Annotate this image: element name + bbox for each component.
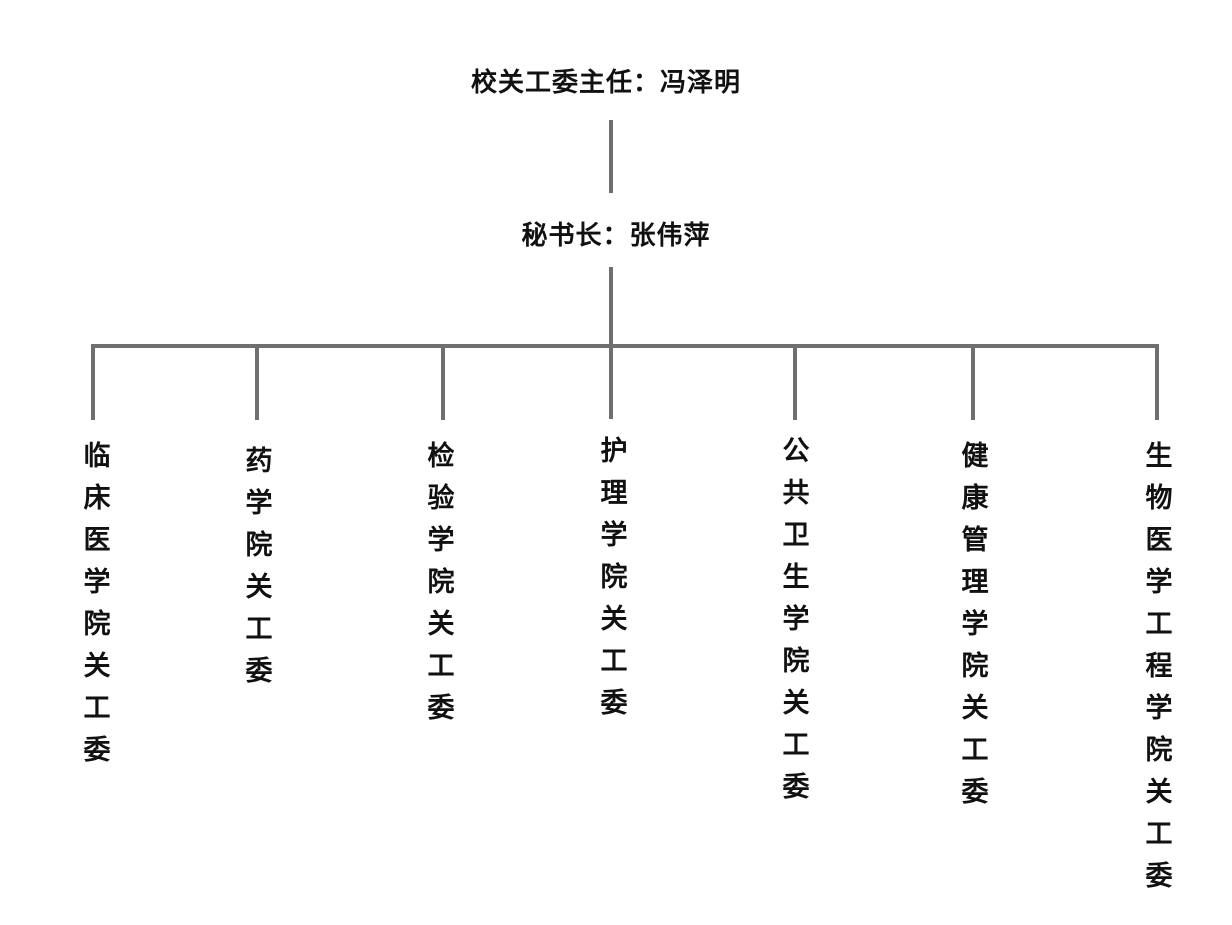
dept-label-char: 院: [427, 567, 455, 598]
dept-label-char: 验: [427, 483, 455, 514]
dept-label-char: 学: [83, 567, 111, 598]
dept-label-char: 关: [1145, 777, 1173, 808]
dept-label-char: 关: [782, 688, 810, 719]
dept-label-char: 委: [427, 693, 455, 724]
connector-chairman-secretary: [609, 120, 613, 193]
dept-label-char: 工: [600, 646, 628, 677]
branch-connector-2: [255, 344, 259, 420]
dept-label-char: 关: [427, 609, 455, 640]
dept-node-4: 护理学院关工委: [594, 431, 634, 725]
dept-node-2: 药学院关工委: [239, 441, 279, 693]
dept-node-7: 生物医学工程学院关工委: [1139, 436, 1179, 898]
dept-label-char: 关: [83, 651, 111, 682]
dept-label-char: 委: [83, 735, 111, 766]
secretary-node: 秘书长：张伟萍: [521, 221, 711, 251]
dept-node-6: 健康管理学院关工委: [955, 436, 995, 814]
dept-label-char: 工: [961, 735, 989, 766]
dept-label-char: 委: [245, 656, 273, 687]
branch-connector-1: [91, 344, 95, 420]
dept-label-char: 学: [245, 488, 273, 519]
branch-connector-6: [971, 344, 975, 420]
dept-label-char: 理: [600, 478, 628, 509]
dept-label-char: 卫: [782, 520, 810, 551]
dept-label-char: 学: [1145, 567, 1173, 598]
dept-node-3: 检验学院关工委: [421, 436, 461, 730]
dept-label-char: 程: [1145, 651, 1173, 682]
dept-label-char: 学: [961, 609, 989, 640]
dept-label-char: 院: [600, 562, 628, 593]
dept-label-char: 院: [782, 646, 810, 677]
dept-label-char: 医: [83, 525, 111, 556]
branch-connector-5: [793, 344, 797, 420]
connector-secretary-bar: [609, 267, 613, 419]
branch-connector-7: [1155, 344, 1159, 420]
dept-label-char: 委: [600, 688, 628, 719]
dept-label-char: 工: [83, 693, 111, 724]
dept-label-char: 生: [1145, 441, 1173, 472]
dept-label-char: 药: [245, 446, 273, 477]
dept-label-char: 委: [1145, 861, 1173, 892]
dept-label-char: 临: [83, 441, 111, 472]
dept-label-char: 工: [245, 614, 273, 645]
dept-label-char: 委: [782, 772, 810, 803]
branch-bar: [91, 344, 1159, 348]
dept-label-char: 学: [1145, 693, 1173, 724]
dept-label-char: 康: [961, 483, 989, 514]
dept-label-char: 医: [1145, 525, 1173, 556]
dept-label-char: 理: [961, 567, 989, 598]
dept-node-1: 临床医学院关工委: [77, 436, 117, 772]
dept-label-char: 委: [961, 777, 989, 808]
dept-label-char: 公: [782, 436, 810, 467]
dept-label-char: 院: [83, 609, 111, 640]
dept-label-char: 护: [600, 436, 628, 467]
dept-label-char: 关: [600, 604, 628, 635]
dept-label-char: 健: [961, 441, 989, 472]
dept-label-char: 管: [961, 525, 989, 556]
dept-label-char: 工: [427, 651, 455, 682]
dept-label-char: 工: [1145, 609, 1173, 640]
dept-label-char: 工: [1145, 819, 1173, 850]
branch-connector-3: [441, 344, 445, 420]
dept-node-5: 公共卫生学院关工委: [776, 431, 816, 809]
dept-label-char: 检: [427, 441, 455, 472]
dept-label-char: 共: [782, 478, 810, 509]
dept-label-char: 关: [961, 693, 989, 724]
dept-label-char: 院: [245, 530, 273, 561]
dept-label-char: 学: [600, 520, 628, 551]
dept-label-char: 生: [782, 562, 810, 593]
chairman-node: 校关工委主任：冯泽明: [470, 68, 741, 98]
dept-label-char: 学: [782, 604, 810, 635]
dept-label-char: 院: [1145, 735, 1173, 766]
dept-label-char: 院: [961, 651, 989, 682]
dept-label-char: 关: [245, 572, 273, 603]
dept-label-char: 学: [427, 525, 455, 556]
dept-label-char: 物: [1145, 483, 1173, 514]
dept-label-char: 工: [782, 730, 810, 761]
dept-label-char: 床: [83, 483, 111, 514]
